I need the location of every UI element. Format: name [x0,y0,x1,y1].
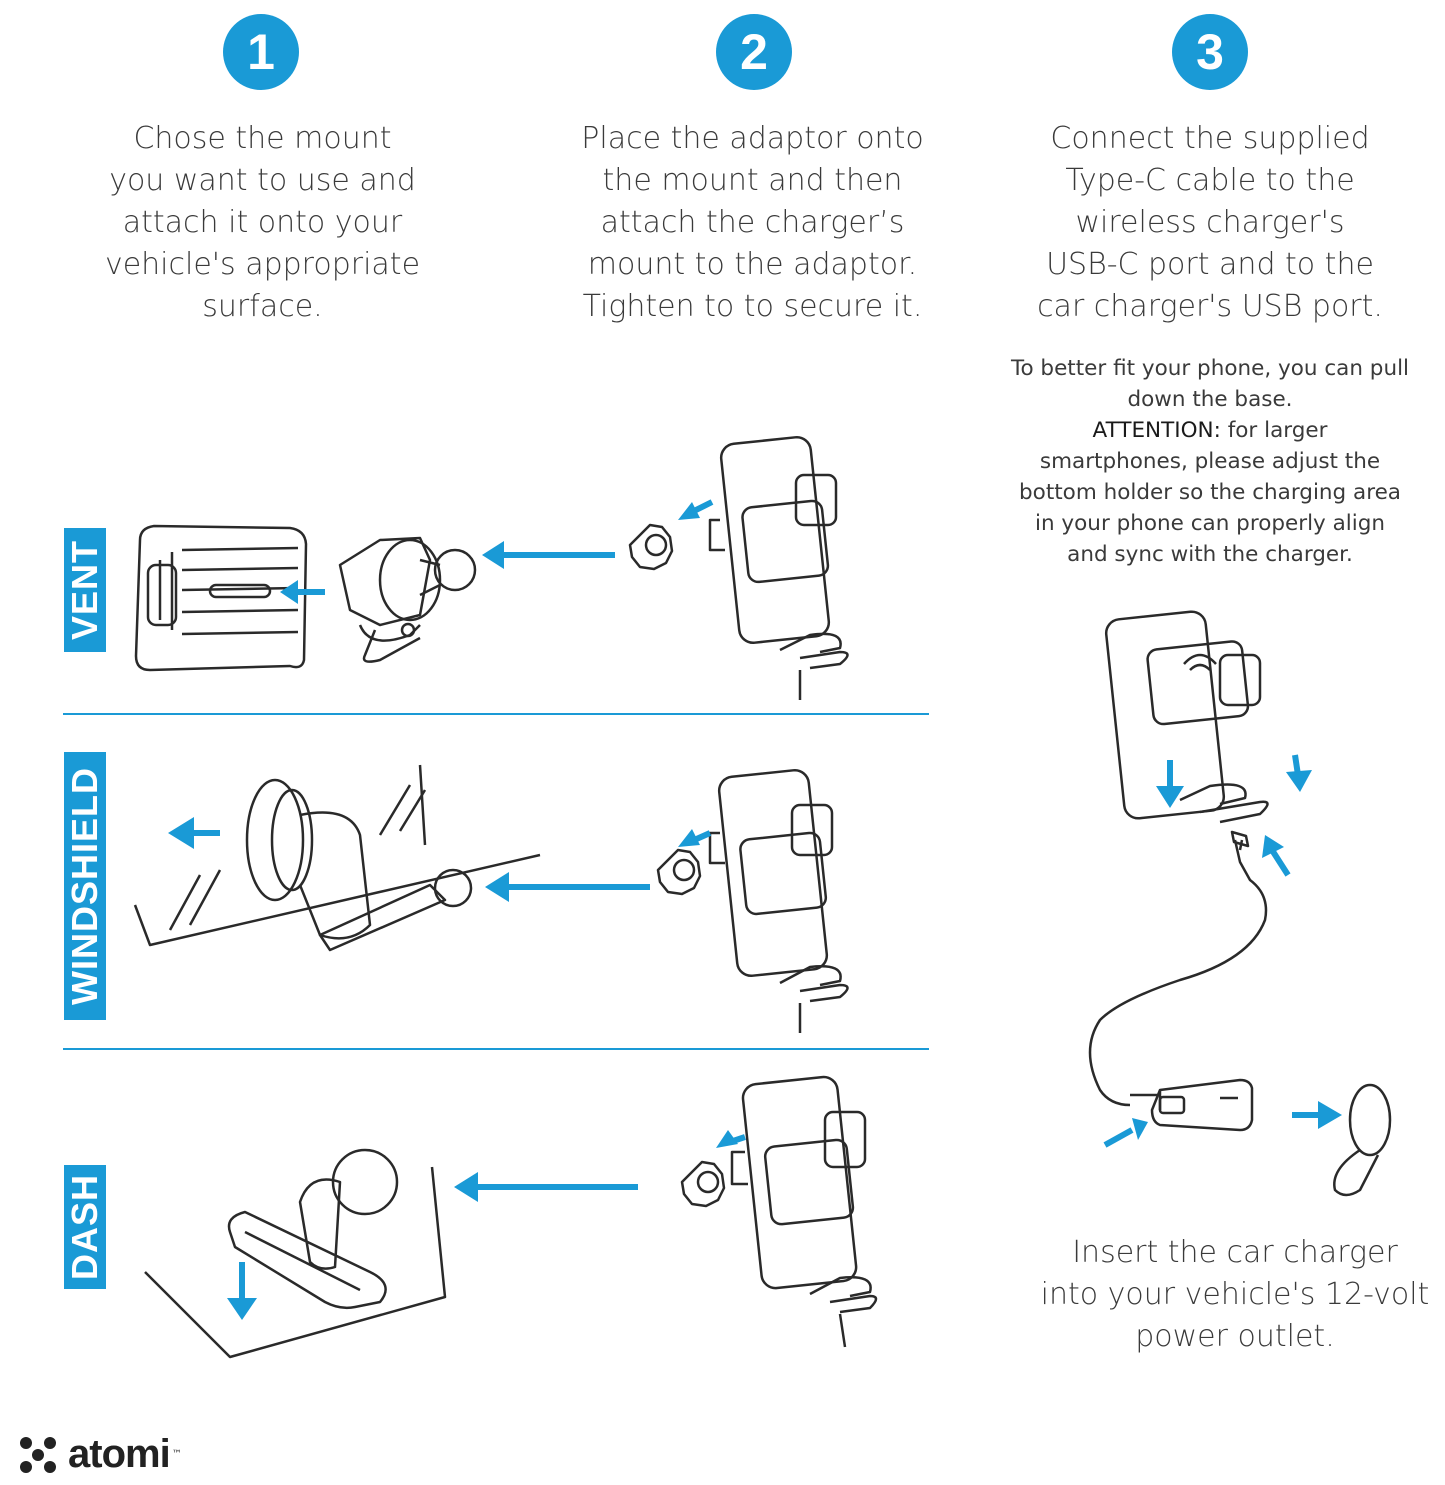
windshield-illustration [133,764,849,1033]
atomi-logo-icon [20,1436,56,1473]
vent-illustration [134,435,849,700]
fit-note-intro: To better fit your phone, you can pull d… [1010,356,1410,412]
fit-note: To better fit your phone, you can pull d… [990,353,1430,570]
attention-text: for larger smartphones, please adjust th… [1019,418,1401,567]
step-1-text: Chose the mount you want to use and atta… [104,121,421,324]
dash-label: DASH [64,1165,106,1289]
step-2-badge: 2 [716,14,792,90]
divider-vent-windshield [63,713,929,715]
step-1-badge: 1 [223,14,299,90]
divider-windshield-dash [63,1048,929,1050]
insert-charger-text: Insert the car charger into your vehicle… [1040,1235,1430,1354]
step-3-text: Connect the supplied Type-C cable to the… [1037,121,1383,324]
trademark: ™ [171,1449,182,1460]
step-2-text: Place the adaptor onto the mount and the… [581,121,924,324]
brand-name: atomi [68,1432,171,1476]
step-3-badge: 3 [1172,14,1248,90]
attention-label: ATTENTION: [1092,418,1221,443]
car-charger-illustration [1088,610,1392,1197]
vent-label: VENT [64,528,106,652]
dash-illustration [144,1075,878,1359]
windshield-label: WINDSHIELD [64,752,106,1020]
